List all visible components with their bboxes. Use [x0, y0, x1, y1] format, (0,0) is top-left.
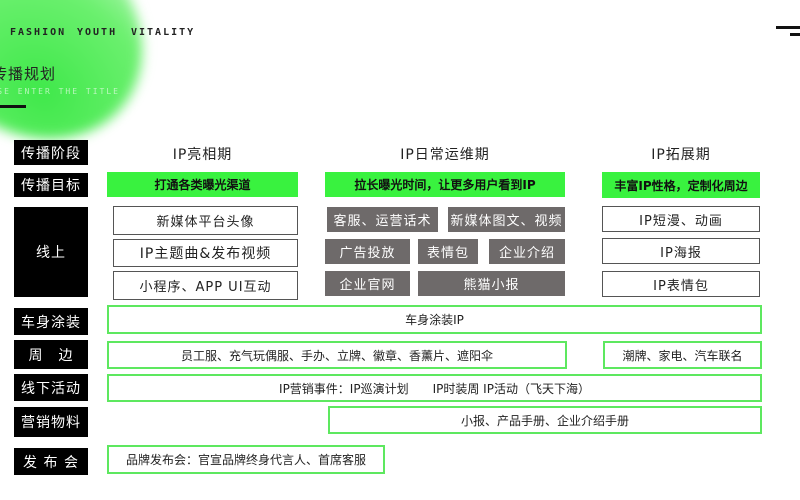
page-title: 传播规划: [0, 65, 57, 83]
online-item: 新媒体平台头像: [113, 206, 298, 235]
tag-youth: YOUTH: [77, 27, 118, 38]
row-label-goal: 传播目标: [14, 173, 88, 197]
row-label-merch: 周 边: [14, 340, 88, 369]
stage-2-goal: 拉长曝光时间，让更多用户看到IP: [325, 172, 565, 197]
online-item: IP主题曲&发布视频: [113, 239, 298, 267]
online-item: 企业官网: [325, 271, 410, 296]
online-item: 熊猫小报: [418, 271, 565, 296]
online-item: IP短漫、动画: [602, 206, 760, 232]
stage-3-goal: 丰富IP性格，定制化周边: [602, 172, 760, 198]
row-label-launch: 发 布 会: [14, 448, 88, 475]
online-item: 企业介绍: [489, 239, 565, 264]
title-underline: [0, 105, 26, 108]
tag-fashion: FASHION: [10, 27, 67, 38]
online-item: IP表情包: [602, 271, 760, 297]
stage-2-title: IP日常运维期: [400, 147, 490, 163]
offline-activity-box: IP营销事件：IP巡演计划 IP时装周 IP活动（飞天下海）: [107, 374, 762, 402]
row-label-material: 营销物料: [14, 407, 88, 437]
online-item: IP海报: [602, 238, 760, 264]
corner-line-decoration: [790, 33, 800, 36]
online-item: 表情包: [418, 239, 478, 264]
stage-3-title: IP拓展期: [651, 147, 711, 163]
row-label-stage: 传播阶段: [14, 140, 88, 165]
car-painting-box: 车身涂装IP: [107, 305, 762, 334]
merch-collab-box: 潮牌、家电、汽车联名: [603, 341, 762, 369]
tag-vitality: VITALITY: [131, 27, 196, 38]
online-item: 广告投放: [325, 239, 410, 264]
merch-box: 员工服、充气玩偶服、手办、立牌、徽章、香薰片、遮阳伞: [107, 341, 567, 369]
marketing-material-box: 小报、产品手册、企业介绍手册: [328, 406, 762, 434]
online-item: 新媒体图文、视频: [448, 207, 565, 232]
stage-1-title: IP亮相期: [172, 147, 233, 163]
stage-1-goal: 打通各类曝光渠道: [107, 172, 298, 197]
row-label-car: 车身涂装: [14, 308, 88, 335]
page-subtitle: PLEASE ENTER THE TITLE: [0, 87, 120, 96]
row-label-online: 线上: [14, 207, 88, 297]
online-item: 客服、运营话术: [327, 207, 438, 232]
launch-event-box: 品牌发布会：官宣品牌终身代言人、首席客服: [107, 445, 385, 474]
corner-line-decoration: [776, 26, 800, 29]
row-label-offline: 线下活动: [14, 374, 88, 401]
online-item: 小程序、APP UI互动: [113, 271, 298, 300]
